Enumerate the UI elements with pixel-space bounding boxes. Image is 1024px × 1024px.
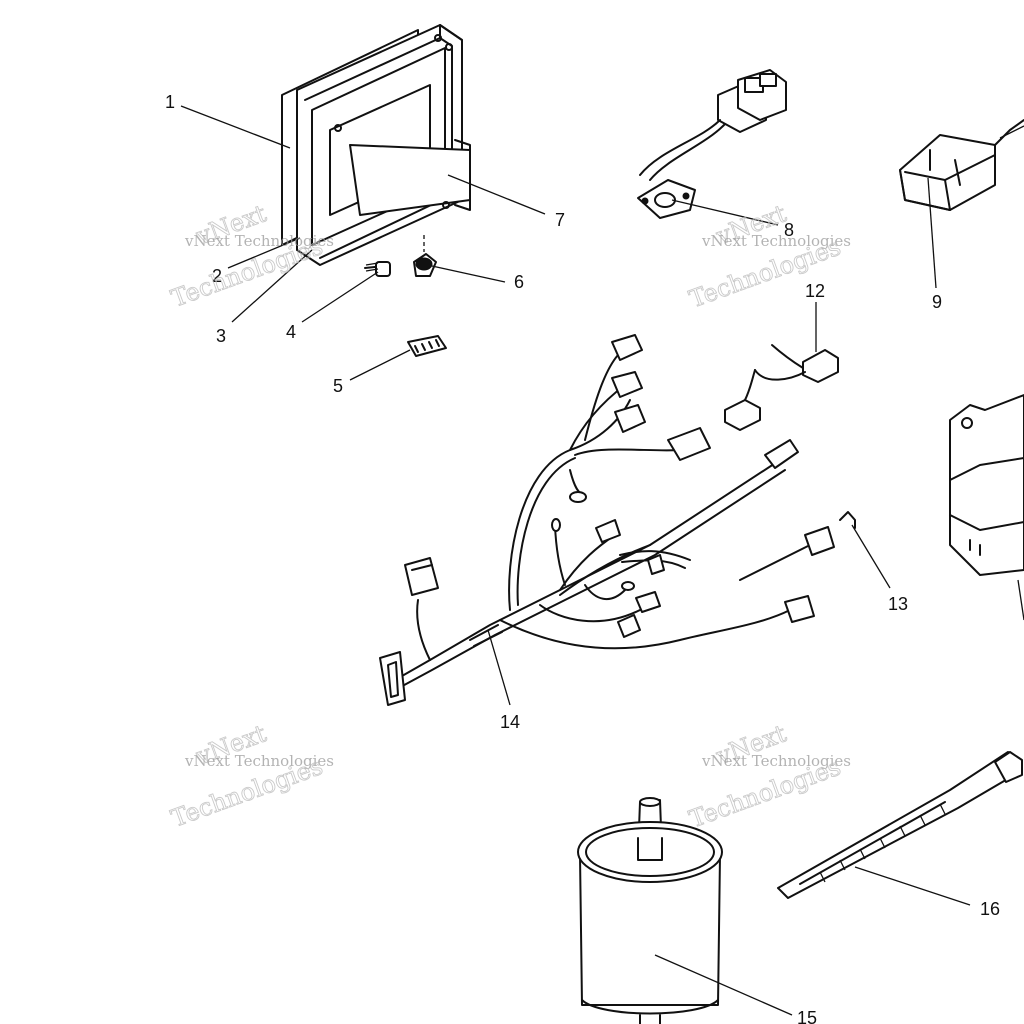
callout-3: 3 — [216, 326, 226, 346]
relay-part-edge — [949, 394, 1024, 576]
clip-part-5 — [407, 335, 447, 357]
callout-12: 12 — [805, 281, 825, 301]
callout-7: 7 — [555, 210, 565, 230]
watermark-top-right: vNext vNext Technologies Technologies — [685, 199, 851, 314]
switch-part-9 — [899, 119, 1024, 211]
leader-3 — [231, 249, 313, 323]
cable-tie-part-16 — [777, 751, 1023, 899]
callout-14: 14 — [500, 712, 520, 732]
connector-part-12 — [724, 344, 839, 431]
callout-4: 4 — [286, 322, 296, 342]
wiring-harness-part-14 — [379, 334, 835, 706]
leader-6 — [431, 265, 506, 283]
leader-7 — [447, 174, 546, 215]
callout-9: 9 — [932, 292, 942, 312]
callout-6: 6 — [514, 272, 524, 292]
callout-1: 1 — [165, 92, 175, 112]
watermark-line: vNext Technologies — [701, 232, 851, 250]
callout-5: 5 — [333, 376, 343, 396]
leader-lines — [180, 105, 1024, 1016]
leader-13 — [851, 524, 891, 589]
control-module-part-1 — [281, 24, 471, 266]
leader-8 — [671, 199, 779, 226]
leader-16 — [854, 866, 971, 906]
bolt-part-4 — [364, 261, 391, 277]
callout-13: 13 — [888, 594, 908, 614]
leader-edge — [1017, 579, 1024, 621]
leader-15 — [654, 954, 793, 1016]
callout-labels: 1 2 3 4 5 6 7 8 9 12 13 14 15 16 — [165, 92, 1000, 1024]
watermark-bottom-right: vNext vNext Technologies Technologies — [685, 719, 851, 834]
watermark-bottom-left: vNext vNext Technologies Technologies — [167, 719, 334, 833]
watermark-line: vNext Technologies — [184, 232, 334, 250]
watermark-line: vNext Technologies — [184, 752, 334, 770]
fuel-filter-part-15 — [577, 797, 723, 1024]
leader-1 — [180, 105, 291, 149]
watermark-line: vNext Technologies — [701, 752, 851, 770]
callout-2: 2 — [212, 266, 222, 286]
clip-part-13 — [839, 511, 856, 529]
leader-4 — [301, 271, 379, 323]
callout-8: 8 — [784, 220, 794, 240]
leader-5 — [349, 349, 411, 381]
callout-15: 15 — [797, 1008, 817, 1024]
sensor-part-8 — [637, 69, 787, 219]
callout-16: 16 — [980, 899, 1000, 919]
leader-2 — [227, 237, 301, 269]
grommet-part-6 — [413, 235, 437, 277]
leader-9 — [927, 177, 937, 289]
leader-14 — [487, 629, 511, 706]
